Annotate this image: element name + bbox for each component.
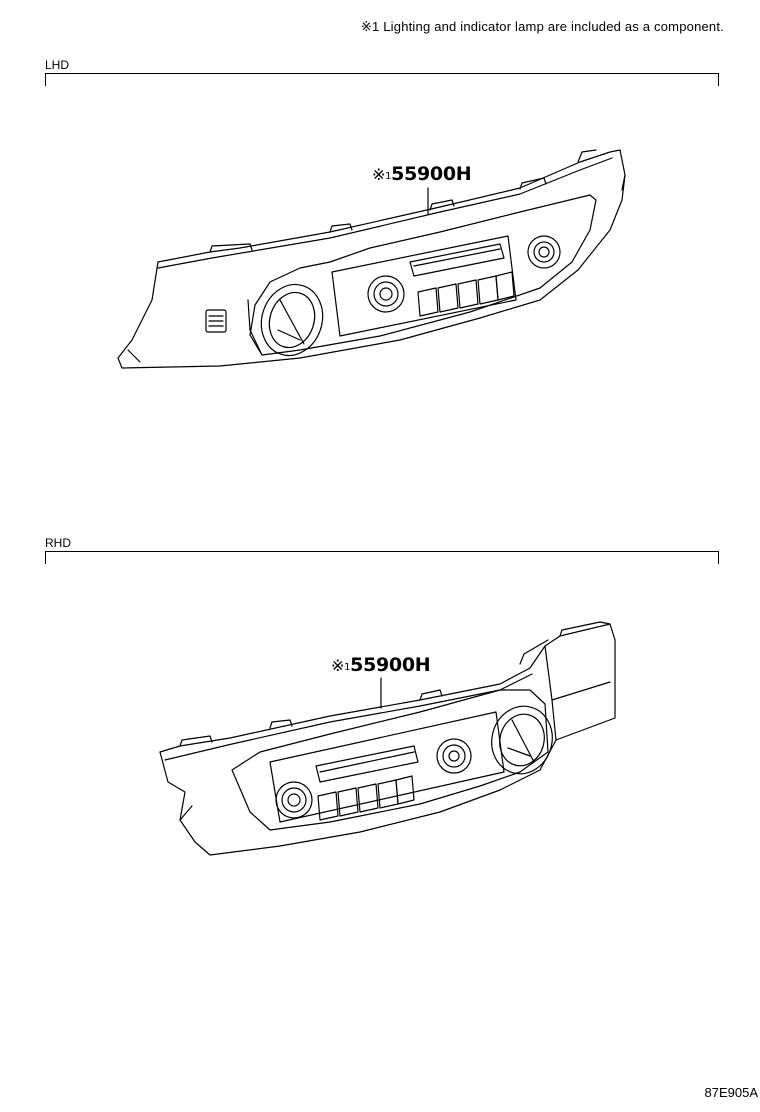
part-number: 55900H	[391, 163, 472, 185]
lhd-panel	[118, 150, 625, 368]
component-note: ※1 Lighting and indicator lamp are inclu…	[361, 19, 724, 35]
note-mark: ※	[360, 19, 372, 34]
section-label-lhd: LHD	[45, 58, 70, 72]
part-label-rhd[interactable]: ※155900H	[331, 654, 431, 676]
note-text: 1 Lighting and indicator lamp are includ…	[372, 19, 724, 34]
illustration-code: 87E905A	[704, 1085, 759, 1100]
rhd-panel	[160, 622, 615, 855]
part-mark: ※	[331, 656, 345, 675]
rhd-panel-illustration	[0, 610, 760, 870]
section-bracket-lhd	[45, 73, 719, 86]
part-number: 55900H	[350, 654, 431, 676]
section-bracket-rhd	[45, 551, 719, 564]
part-label-lhd[interactable]: ※155900H	[372, 163, 472, 185]
lhd-panel-illustration	[0, 140, 760, 390]
part-sup: 1	[385, 171, 392, 182]
part-sup: 1	[344, 662, 351, 673]
section-label-rhd: RHD	[45, 536, 71, 550]
part-mark: ※	[372, 165, 386, 184]
